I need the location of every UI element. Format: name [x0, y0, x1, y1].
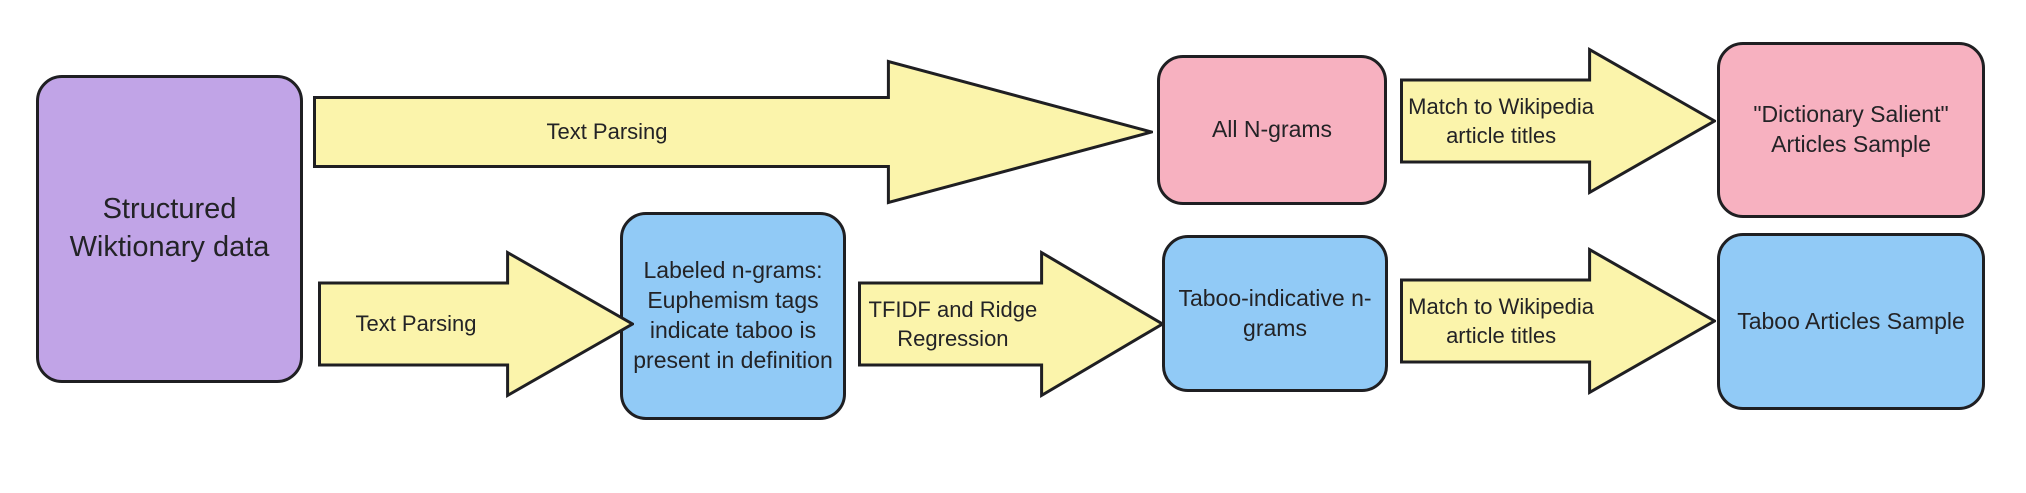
arrow-tfidf-and-ridge-regression[interactable]: TFIDF and Ridge Regression	[858, 248, 1164, 400]
arrow-text-parsing-bottom[interactable]: Text Parsing	[318, 248, 634, 400]
node-label: "Dictionary Salient" Articles Sample	[1753, 101, 1949, 157]
node-structured-wiktionary-data[interactable]: Structured Wiktionary data	[36, 75, 303, 383]
arrow-shape	[858, 249, 1164, 399]
arrow-shape	[1400, 47, 1716, 195]
node-taboo-indicative-n-grams[interactable]: Taboo-indicative n- grams	[1162, 235, 1388, 392]
arrow-match-to-wikipedia-bottom[interactable]: Match to Wikipedia article titles	[1400, 245, 1716, 397]
arrow-match-to-wikipedia-top[interactable]: Match to Wikipedia article titles	[1400, 45, 1716, 197]
node-dictionary-salient-articles-sample[interactable]: "Dictionary Salient" Articles Sample	[1717, 42, 1985, 218]
node-label: All N-grams	[1211, 116, 1333, 143]
node-labeled-n-grams[interactable]: Labeled n-grams: Euphemism tags indicate…	[620, 212, 846, 420]
node-taboo-articles-sample[interactable]: Taboo Articles Sample	[1717, 233, 1985, 410]
arrow-shape	[318, 250, 634, 398]
node-label: Taboo-indicative n- grams	[1178, 284, 1372, 341]
node-all-n-grams[interactable]: All N-grams	[1157, 55, 1387, 205]
node-label: Structured Wiktionary data	[69, 193, 270, 263]
node-label: Taboo Articles Sample	[1737, 307, 1965, 334]
node-label: Labeled n-grams: Euphemism tags indicate…	[633, 257, 833, 373]
arrow-shape	[313, 59, 1153, 205]
arrow-shape	[1400, 247, 1716, 395]
arrow-text-parsing-top[interactable]: Text Parsing	[313, 57, 1153, 207]
